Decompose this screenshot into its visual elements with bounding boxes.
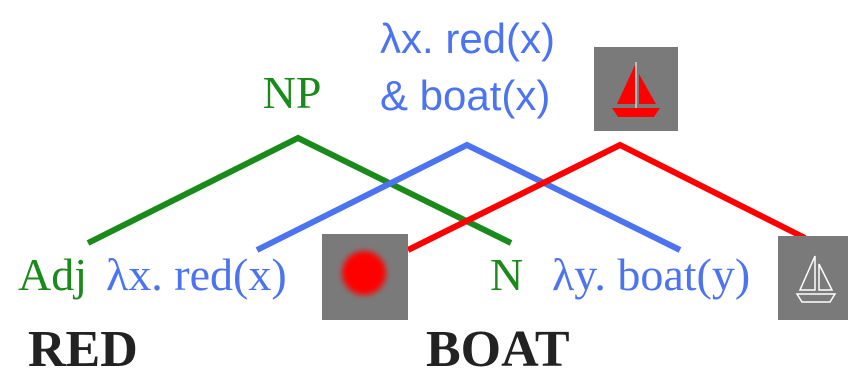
adj-semantics: λx. red(x): [106, 249, 287, 300]
adj-image-tile: [322, 234, 408, 320]
word-red: RED: [28, 321, 138, 373]
syntax-edge-lines: [86, 134, 513, 246]
image-edges: [406, 141, 807, 253]
image-edge-lines: [406, 141, 807, 253]
red-sailboat-icon: [612, 62, 660, 117]
root-syntax-label: NP: [263, 67, 322, 118]
semantics-edges: [255, 141, 682, 253]
root-semantics-line2: & boat(x): [380, 72, 550, 119]
red-blob-icon: [342, 251, 386, 295]
noun-syntax-label: N: [490, 249, 523, 300]
noun-image-tile: [778, 236, 848, 320]
root-image-tile: [594, 47, 678, 131]
root-semantics-line1: λx. red(x): [380, 15, 555, 62]
semantics-edge-lines: [255, 141, 682, 253]
syntax-edges: [86, 134, 513, 246]
noun-semantics: λy. boat(y): [552, 249, 750, 300]
sailboat-outline-icon: [795, 255, 837, 303]
adj-syntax-label: Adj: [18, 249, 87, 300]
word-boat: BOAT: [426, 321, 570, 373]
